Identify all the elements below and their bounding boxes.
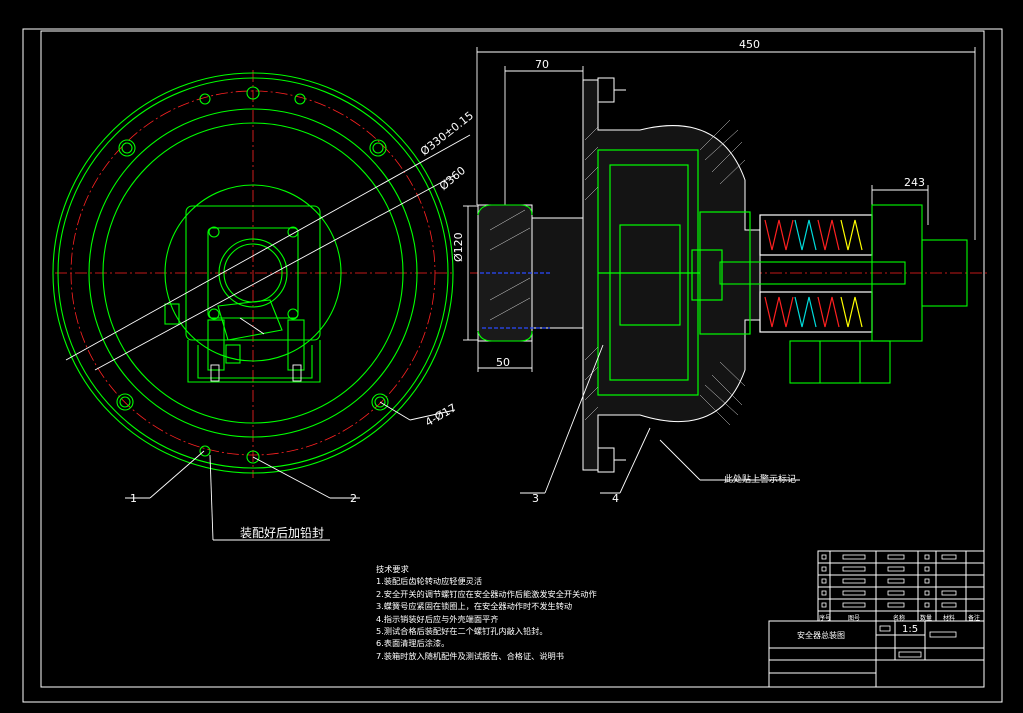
drawing-name: 安全器总装图 <box>797 631 845 640</box>
tech-item: 7.装箱时放入随机配件及测试报告、合格证、说明书 <box>376 650 564 661</box>
header-material: 材料 <box>943 615 956 622</box>
header-name: 名称 <box>893 615 906 622</box>
header-remark: 备注 <box>968 615 981 622</box>
lower-bracket <box>164 299 321 383</box>
bolt-holes <box>116 86 389 464</box>
seal-note: 装配好后加铅封 <box>240 526 325 540</box>
dim-70: 70 <box>535 58 549 71</box>
center-lines <box>55 70 455 478</box>
scale-value: 1:5 <box>902 624 919 635</box>
title-block-placeholder-marks <box>821 554 957 658</box>
end-view <box>52 70 471 541</box>
dim-dia120: Ø120 <box>452 232 465 262</box>
dim-overall: 450 <box>739 38 760 51</box>
spring-pack <box>759 214 873 333</box>
callout-1: 1 <box>130 492 137 505</box>
title-block <box>768 550 985 688</box>
tech-item: 1.装配后齿轮转动应轻便灵活 <box>376 576 483 587</box>
callout-2: 2 <box>350 492 357 505</box>
section-view <box>463 47 990 494</box>
tech-item: 6.表面清理后涂漆。 <box>376 638 450 649</box>
drawing-frame <box>22 28 1003 703</box>
header-drawing-no: 图号 <box>848 615 861 622</box>
tech-item: 2.安全开关的调节螺钉应在安全器动作后能激发安全开关动作 <box>376 588 597 599</box>
tech-item: 3.蝶簧号应紧固在锁圈上，在安全器动作时不发生转动 <box>376 601 573 612</box>
tech-title: 技术要求 <box>376 564 409 574</box>
dim-50: 50 <box>496 356 510 369</box>
tech-item: 4.指示销装好后应与外壳端面平齐 <box>376 613 499 624</box>
header-seq: 序号 <box>819 615 832 622</box>
callout-3: 3 <box>532 492 539 505</box>
dim-243: 243 <box>904 176 925 189</box>
technical-requirements: 技术要求 1.装配后齿轮转动应轻便灵活 2.安全开关的调节螺钉应在安全器动作后能… <box>376 563 597 662</box>
callout-4: 4 <box>612 492 619 505</box>
hatching <box>489 119 746 426</box>
warning-note: 此处贴上警示标记 <box>724 475 797 485</box>
header-qty: 数量 <box>920 615 933 622</box>
tech-item: 5.测试合格后装配好在二个螺钉孔内敲入铅封。 <box>376 626 548 637</box>
